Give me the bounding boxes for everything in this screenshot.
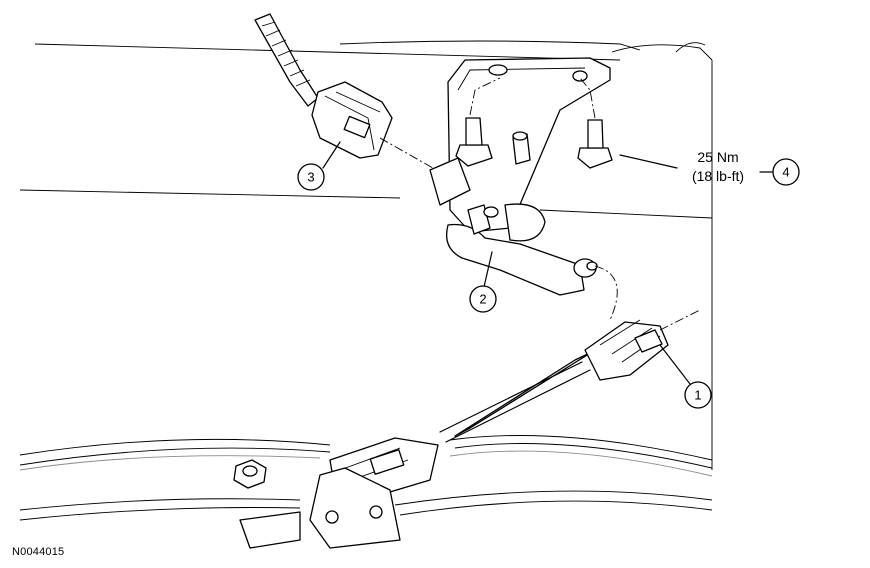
connector-alignment-line: [379, 137, 441, 173]
callout-2-label: 2: [479, 292, 486, 307]
callout-2: 2: [469, 251, 497, 313]
callout-1: 1: [659, 344, 712, 409]
figure-id: N0044015: [12, 546, 65, 558]
bolt-left: [455, 77, 501, 167]
callout-3-label: 3: [307, 170, 314, 185]
wiring-harness: [254, 13, 319, 107]
selector-lever-bracket: [429, 57, 611, 296]
callout-1-label: 1: [694, 388, 701, 403]
shift-cable: [439, 265, 701, 443]
callout-4-label: 4: [782, 165, 789, 180]
electrical-connector: [311, 81, 393, 159]
torque-spec-imperial: (18 lb-ft): [692, 168, 744, 184]
stud-nut: [233, 459, 267, 489]
callout-3: 3: [297, 141, 341, 191]
torque-spec-metric: 25 Nm: [697, 149, 738, 165]
cable-bracket-lower: [239, 437, 439, 549]
body-panel-lines: [19, 40, 713, 521]
callout-4: 4: [619, 154, 800, 186]
bolt-right: [577, 77, 613, 169]
